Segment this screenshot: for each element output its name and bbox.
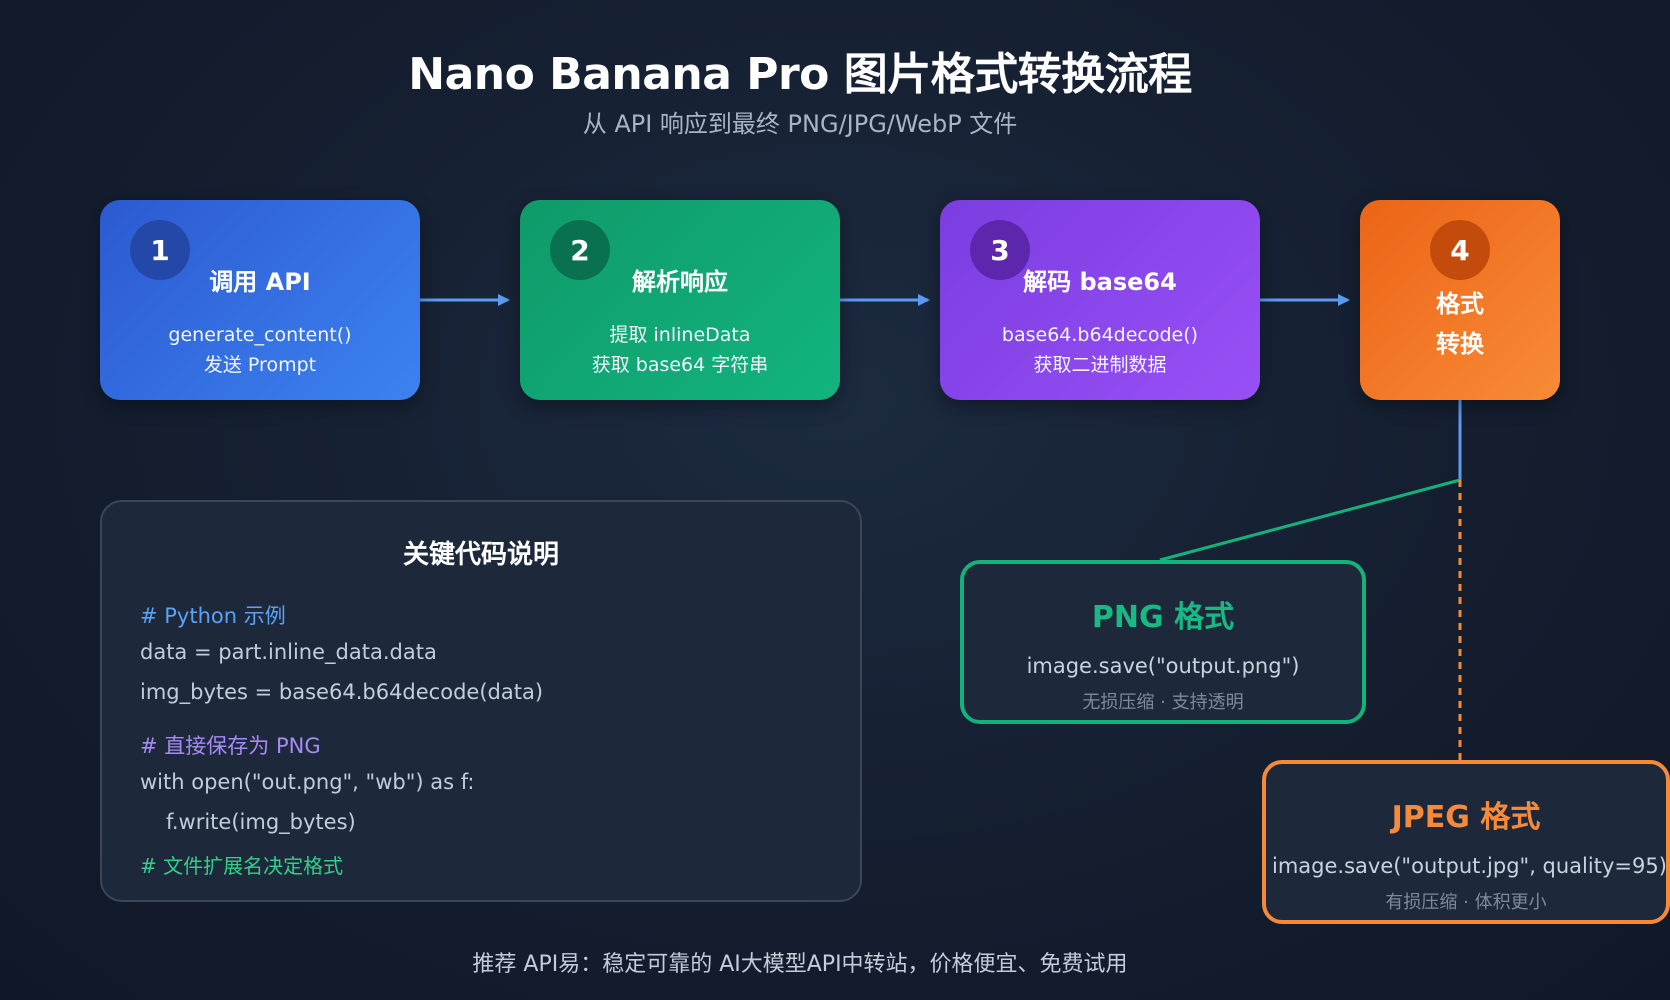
page-title: Nano Banana Pro 图片格式转换流程 (408, 49, 1192, 100)
step-3-decode-base64: 3 解码 base64 base64.b64decode() 获取二进制数据 (940, 200, 1260, 400)
step-4-title-line-2: 转换 (1436, 330, 1484, 358)
flow-connectors (420, 294, 1462, 760)
png-format-card: PNG 格式 image.save("output.png") 无损压缩 · 支… (960, 560, 1366, 724)
footer-recommendation: 推荐 API易：稳定可靠的 AI大模型API中转站，价格便宜、免费试用 (472, 952, 1128, 977)
step-2-title: 解析响应 (632, 268, 728, 296)
code-line-data: data = part.inline_data.data (140, 640, 437, 664)
step-2-line-1: 提取 inlineData (609, 324, 751, 346)
code-comment-extension: # 文件扩展名决定格式 (140, 854, 344, 878)
code-line-img-bytes: img_bytes = base64.b64decode(data) (140, 680, 544, 704)
step-3-badge: 3 (970, 220, 1030, 280)
step-2-badge: 2 (550, 220, 610, 280)
code-line-with-open: with open("out.png", "wb") as f: (140, 770, 475, 794)
step-1-line-1: generate_content() (168, 324, 352, 346)
step-1-description: generate_content() 发送 Prompt (100, 320, 420, 380)
jpeg-format-title: JPEG 格式 (1391, 800, 1541, 835)
png-format-title: PNG 格式 (1091, 600, 1235, 635)
step-2-description: 提取 inlineData 获取 base64 字符串 (520, 320, 840, 380)
code-line-write: f.write(img_bytes) (166, 810, 356, 834)
step-3-line-2: 获取二进制数据 (1033, 354, 1167, 376)
key-code-card: 关键代码说明 # Python 示例 data = part.inline_da… (100, 500, 862, 902)
step-2-parse-response: 2 解析响应 提取 inlineData 获取 base64 字符串 (520, 200, 840, 400)
step-1-line-2: 发送 Prompt (203, 354, 317, 376)
code-card-title: 关键代码说明 (402, 540, 559, 570)
jpeg-format-card: JPEG 格式 image.save("output.jpg", quality… (1262, 760, 1670, 924)
page-subtitle: 从 API 响应到最终 PNG/JPG/WebP 文件 (582, 110, 1018, 138)
step-1-title: 调用 API (209, 268, 311, 296)
code-comment-save-png: # 直接保存为 PNG (140, 734, 321, 758)
png-format-code: image.save("output.png") (1026, 654, 1300, 678)
step-2-line-2: 获取 base64 字符串 (591, 354, 769, 376)
step-4-title-line-1: 格式 (1436, 290, 1484, 318)
step-3-description: base64.b64decode() 获取二进制数据 (940, 320, 1260, 380)
step-3-line-1: base64.b64decode() (1001, 324, 1199, 346)
step-4-title: 格式 转换 (1360, 284, 1560, 364)
connector-to-png (1159, 478, 1461, 562)
jpeg-format-note: 有损压缩 · 体积更小 (1385, 892, 1547, 913)
jpeg-format-code: image.save("output.jpg", quality=95) (1272, 854, 1667, 878)
step-4-format-convert: 4 格式 转换 (1360, 200, 1560, 400)
png-format-note: 无损压缩 · 支持透明 (1082, 692, 1244, 713)
step-1-call-api: 1 调用 API generate_content() 发送 Prompt (100, 200, 420, 400)
code-comment-python-example: # Python 示例 (140, 604, 286, 628)
step-1-badge: 1 (130, 220, 190, 280)
step-4-badge: 4 (1430, 220, 1490, 280)
step-3-title: 解码 base64 (1023, 268, 1177, 296)
